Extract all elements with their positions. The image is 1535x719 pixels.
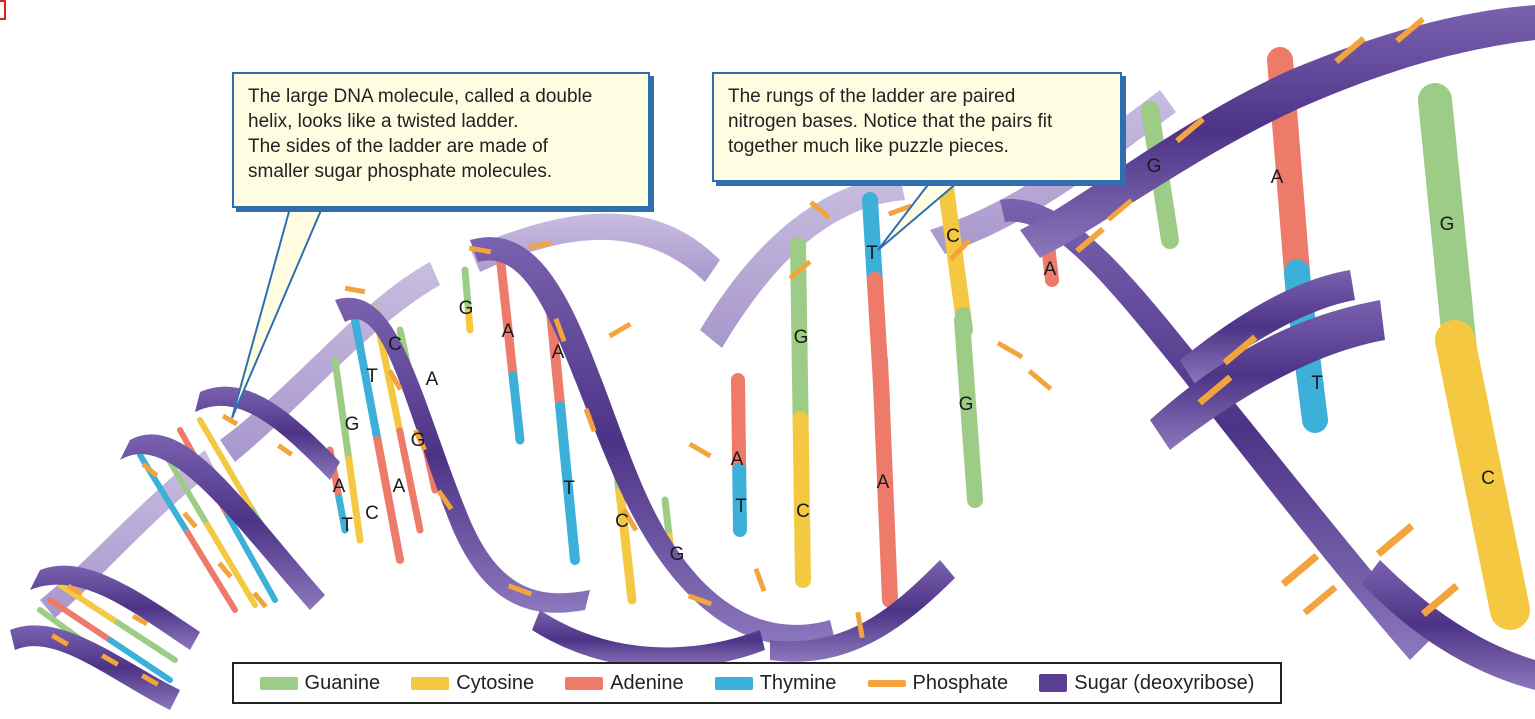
base-pair-rung xyxy=(870,200,875,280)
base-letter-label: A xyxy=(877,472,890,493)
legend-label: Thymine xyxy=(760,672,837,695)
base-letter-label: C xyxy=(796,501,810,522)
phosphate-tick xyxy=(278,445,291,454)
thymine-swatch xyxy=(715,677,753,690)
legend-item-cytosine: Cytosine xyxy=(411,672,534,695)
base-letter-label: C xyxy=(615,511,629,532)
callout-line: The rungs of the ladder are paired xyxy=(728,84,1108,109)
base-letter-label: G xyxy=(459,298,474,319)
legend-label: Adenine xyxy=(610,672,683,695)
base-letter-label: G xyxy=(794,327,809,348)
callout-line: helix, looks like a twisted ladder. xyxy=(248,109,636,134)
legend-label: Phosphate xyxy=(913,672,1009,695)
legend-label: Sugar (deoxyribose) xyxy=(1074,672,1254,695)
base-letter-label: A xyxy=(1271,167,1284,188)
phosphate-tick xyxy=(223,416,237,424)
base-pair-rung xyxy=(335,360,349,459)
base-letter-label: G xyxy=(345,414,360,435)
base-letter-label: G xyxy=(1147,156,1162,177)
base-pair-rung xyxy=(513,375,520,440)
guanine-swatch xyxy=(260,677,298,690)
phosphate-tick xyxy=(345,288,365,291)
callout-line: nitrogen bases. Notice that the pairs fi… xyxy=(728,109,1108,134)
callout-line: smaller sugar phosphate molecules. xyxy=(248,159,636,184)
base-letter-label: A xyxy=(731,449,744,470)
base-letter-label: T xyxy=(341,515,353,536)
callout-line: together much like puzzle pieces. xyxy=(728,134,1108,159)
base-letter-label: C xyxy=(1481,468,1495,489)
base-letter-label: A xyxy=(393,476,406,497)
phosphate-tick xyxy=(1378,526,1412,554)
phosphate-tick xyxy=(1305,587,1336,613)
base-letter-label: A xyxy=(426,369,439,390)
base-letter-label: A xyxy=(502,321,515,342)
base-letter-label: T xyxy=(1311,373,1323,394)
legend-item-thymine: Thymine xyxy=(715,672,837,695)
base-letter-label: C xyxy=(388,334,402,355)
sugar-swatch xyxy=(1039,674,1067,692)
base-letter-label: C xyxy=(946,226,960,247)
corner-marker xyxy=(0,0,6,20)
base-letter-label: G xyxy=(959,394,974,415)
callout-line: The large DNA molecule, called a double xyxy=(248,84,636,109)
legend-item-phosphate: Phosphate xyxy=(868,672,1009,695)
callout-line: The sides of the ladder are made of xyxy=(248,134,636,159)
phosphate-tick xyxy=(756,569,764,592)
cytosine-swatch xyxy=(411,677,449,690)
legend-item-adenine: Adenine xyxy=(565,672,683,695)
legend-label: Cytosine xyxy=(456,672,534,695)
base-letter-label: A xyxy=(552,342,565,363)
base-letter-label: G xyxy=(1440,214,1455,235)
base-letter-label: A xyxy=(1044,259,1057,280)
phosphate-tick xyxy=(1283,556,1317,584)
callout-base-pairs: The rungs of the ladder are paired nitro… xyxy=(712,72,1122,182)
base-letter-label: G xyxy=(411,430,426,451)
callout-double-helix: The large DNA molecule, called a double … xyxy=(232,72,650,208)
adenine-swatch xyxy=(565,677,603,690)
phosphate-tick xyxy=(1423,586,1457,614)
base-letter-label: G xyxy=(670,544,685,565)
legend-label: Guanine xyxy=(305,672,381,695)
base-letter-label: C xyxy=(365,503,379,524)
base-pair-rung xyxy=(801,419,803,580)
base-pair-rung xyxy=(500,255,513,375)
phosphate-tick xyxy=(690,444,711,456)
base-letter-label: T xyxy=(735,496,747,517)
base-pair-rung xyxy=(378,440,401,560)
base-pair-rung xyxy=(665,500,669,536)
legend-item-guanine: Guanine xyxy=(260,672,381,695)
base-letter-label: T xyxy=(563,478,575,499)
phosphate-tick xyxy=(610,324,631,336)
base-letter-label: T xyxy=(866,243,878,264)
phosphate-swatch xyxy=(868,680,906,687)
phosphate-tick xyxy=(1029,371,1050,389)
base-letter-label: A xyxy=(333,476,346,497)
legend-item-sugar: Sugar (deoxyribose) xyxy=(1039,672,1254,695)
phosphate-tick xyxy=(998,343,1022,357)
base-letter-label: T xyxy=(366,366,378,387)
legend: Guanine Cytosine Adenine Thymine Phospha… xyxy=(232,662,1282,704)
